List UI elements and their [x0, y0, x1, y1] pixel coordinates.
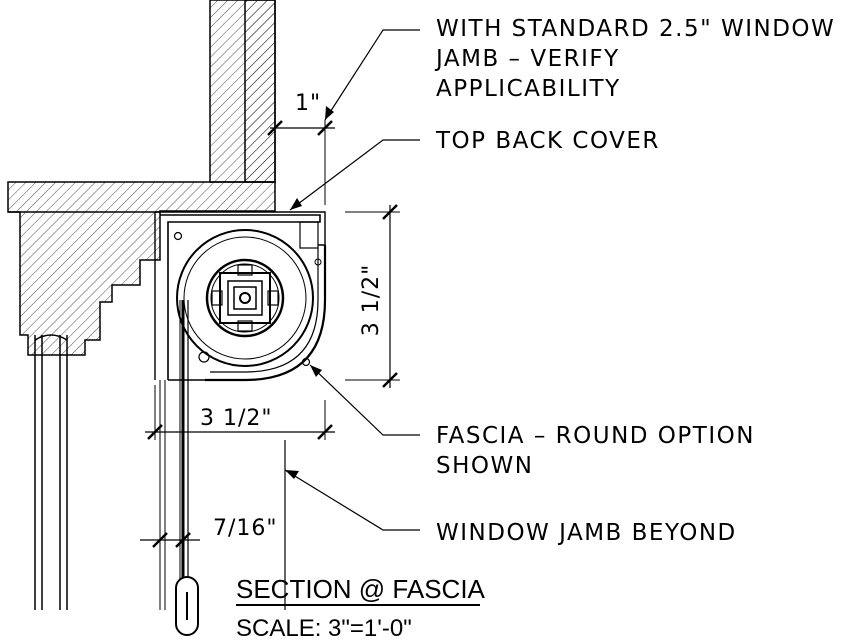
- note-window-jamb-line1: WITH STANDARD 2.5" WINDOW: [436, 16, 835, 42]
- dim-jamb-offset-label: 1": [295, 91, 321, 116]
- annotations: WITH STANDARD 2.5" WINDOW JAMB – VERIFY …: [434, 16, 835, 546]
- note-top-back-cover: TOP BACK COVER: [435, 128, 660, 154]
- shutter-housing: [154, 211, 327, 382]
- note-window-jamb-beyond: WINDOW JAMB BEYOND: [436, 520, 737, 546]
- title-block: SECTION @ FASCIA SCALE: 3"=1'-0": [236, 574, 486, 642]
- dimension-height: 3 1/2": [345, 204, 400, 388]
- leaders: [284, 29, 420, 531]
- dim-height-label: 3 1/2": [359, 264, 384, 337]
- dim-width-label: 3 1/2": [200, 406, 273, 431]
- wall-structure: [7, 0, 276, 610]
- dim-slat-gap-label: 7/16": [213, 516, 278, 541]
- fascia-round: [205, 245, 327, 382]
- shutter-curtain: [159, 300, 286, 636]
- section-title: SECTION @ FASCIA: [236, 574, 486, 604]
- note-fascia-line2: SHOWN: [436, 453, 533, 479]
- shutter-roll: [176, 229, 314, 367]
- note-window-jamb-line2: JAMB – VERIFY: [434, 46, 620, 72]
- dimension-width: 3 1/2": [145, 385, 335, 440]
- dimension-jamb-offset: 1": [267, 91, 335, 205]
- note-fascia-line1: FASCIA – ROUND OPTION: [436, 423, 755, 449]
- scale-label: SCALE: 3"=1'-0": [236, 615, 412, 642]
- note-window-jamb-line3: APPLICABILITY: [436, 76, 621, 102]
- dimension-slat-gap: 7/16": [140, 500, 278, 560]
